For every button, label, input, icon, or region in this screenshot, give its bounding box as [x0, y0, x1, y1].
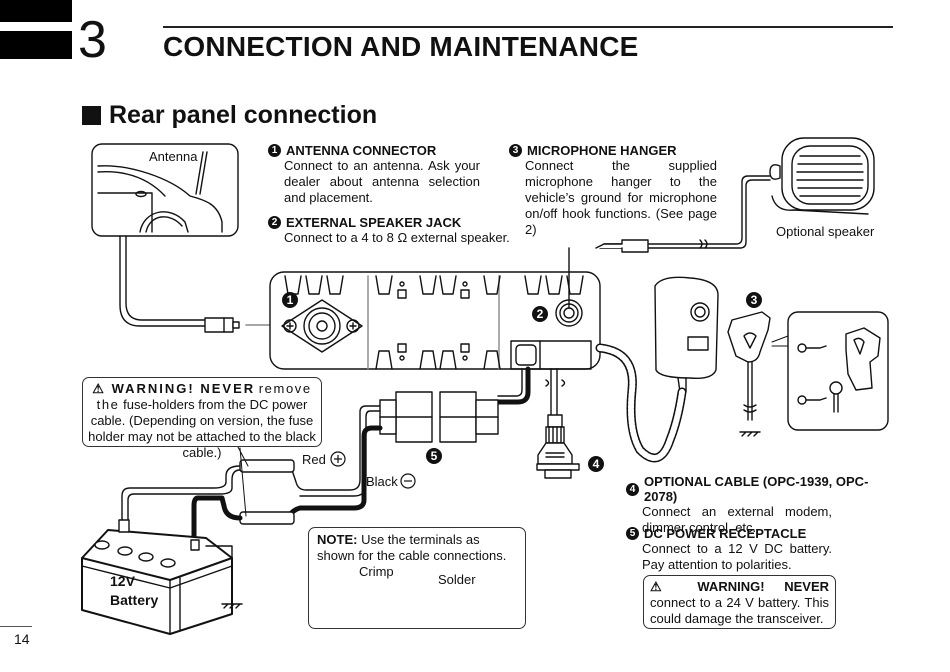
battery-illustration	[81, 519, 243, 635]
number-badge: 4	[626, 482, 639, 496]
page-number: 14	[14, 631, 30, 647]
item-title: EXTERNAL SPEAKER JACK	[286, 215, 462, 230]
microphone-hanger-illustration	[727, 311, 771, 437]
car-illustration	[91, 143, 239, 237]
warning-label: ⚠ WARNING! NEVER	[650, 579, 829, 594]
callout-4: 4	[593, 457, 600, 471]
solder-label: Solder	[438, 572, 476, 587]
item-body: Connect to an antenna. Ask your dealer a…	[284, 158, 480, 205]
callout-markers	[282, 292, 762, 489]
callout-1: 1	[287, 293, 294, 307]
warning-text: connect to a 24 V battery. This could da…	[650, 595, 829, 626]
number-badge: 5	[626, 527, 639, 540]
warning-label: ⚠ WARNING! NEVER	[92, 381, 256, 396]
chapter-tab-top	[0, 0, 72, 22]
battery-voltage-label: 12V	[110, 573, 136, 589]
note-label: NOTE:	[317, 532, 358, 547]
item-body: Connect to a 4 to 8 Ω external speaker.	[284, 230, 510, 245]
section-square-icon	[82, 106, 101, 125]
page-rule	[0, 626, 32, 627]
microphone-illustration	[595, 276, 719, 463]
section-title-text: Rear panel connection	[109, 101, 378, 129]
battery-warning-box: ⚠ WARNING! NEVER connect to a 24 V batte…	[643, 575, 836, 629]
note-box: NOTE: Use the terminals as shown for the…	[308, 527, 526, 629]
battery-label: Battery	[110, 592, 158, 608]
title-rule	[163, 26, 893, 28]
item-title: DC POWER RECEPTACLE	[644, 526, 807, 541]
item-title: ANTENNA CONNECTOR	[286, 143, 437, 158]
transceiver-rear-panel	[269, 247, 601, 370]
item-antenna-connector: 1 ANTENNA CONNECTOR Connect to an antenna…	[268, 143, 480, 206]
number-badge: 2	[268, 216, 281, 229]
number-badge: 1	[268, 144, 281, 157]
item-body: Connect the supplied microphone hanger t…	[525, 158, 717, 237]
optional-speaker-label: Optional speaker	[776, 224, 875, 239]
crimp-label: Crimp	[359, 564, 394, 579]
fuse-warning-box: ⚠ WARNING! NEVER remove the fuse-holders…	[82, 377, 322, 460]
item-body: Connect to a 12 V DC battery. Pay attent…	[642, 541, 832, 572]
warning-text-first: remove the	[96, 381, 312, 412]
chapter-title: CONNECTION AND MAINTENANCE	[163, 31, 639, 62]
note-text: Use the terminals as shown for the cable…	[317, 532, 507, 563]
callout-2: 2	[537, 307, 544, 321]
red-label: Red	[302, 452, 326, 467]
item-external-speaker-jack: 2 EXTERNAL SPEAKER JACK Connect to a 4 to…	[268, 215, 518, 246]
optional-speaker-illustration	[769, 137, 875, 215]
item-optional-cable: 4 OPTIONAL CABLE (OPC-1939, OPC-2078) Con…	[626, 474, 896, 536]
black-label: Black	[366, 474, 398, 489]
item-title: MICROPHONE HANGER	[527, 143, 677, 158]
antenna-cable	[119, 235, 206, 327]
callout-3: 3	[751, 293, 758, 307]
antenna-label: Antenna	[149, 149, 198, 164]
chapter-number: 3	[78, 11, 107, 69]
chapter-tab-bottom	[0, 31, 72, 59]
warning-text: fuse-holders from the DC power cable. (D…	[88, 397, 316, 460]
item-title: OPTIONAL CABLE (OPC-1939, OPC-2078)	[644, 474, 869, 504]
item-dc-power-receptacle: 5 DC POWER RECEPTACLE Connect to a 12 V D…	[626, 526, 846, 573]
callout-5: 5	[431, 449, 438, 463]
item-body: Connect an external modem, dimmer contro…	[642, 504, 832, 535]
section-title: Rear panel connection	[82, 101, 377, 130]
item-microphone-hanger: 3 MICROPHONE HANGER Connect the supplied …	[509, 143, 717, 238]
number-badge: 3	[509, 144, 522, 157]
